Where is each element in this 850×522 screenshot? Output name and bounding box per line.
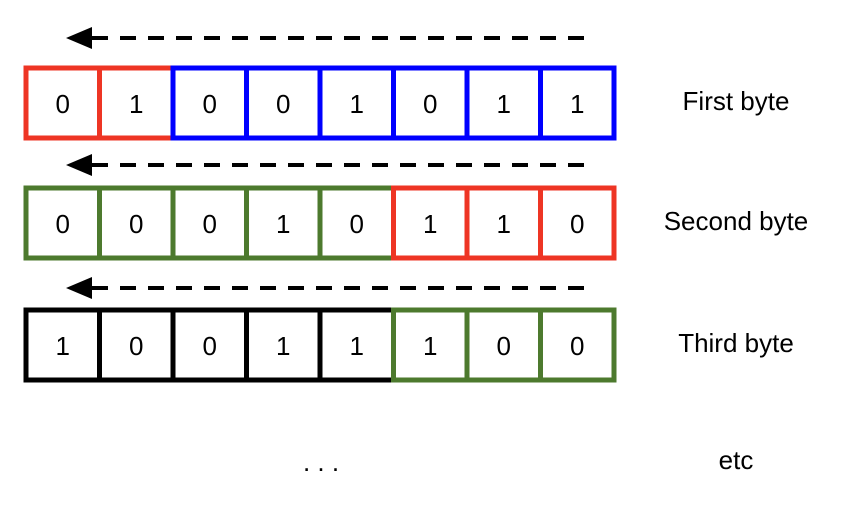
- bit-value: 1: [423, 209, 437, 239]
- bit-value: 0: [129, 209, 143, 239]
- byte-row: 1 0 0 1 1 1 0 0 Third byte: [23, 277, 794, 383]
- bit-cell: [538, 307, 617, 383]
- bit-value: 0: [203, 89, 217, 119]
- bit-value: 0: [570, 331, 584, 361]
- shift-left-arrow: [66, 27, 584, 49]
- bit-value: 0: [497, 331, 511, 361]
- bit-value: 0: [276, 89, 290, 119]
- bit-value: 0: [203, 331, 217, 361]
- byte-row: 0 0 0 1 0 1 1 0 Second byte: [23, 154, 809, 261]
- bit-value: 0: [423, 89, 437, 119]
- shift-left-arrow: [66, 277, 584, 299]
- ellipsis-text: . . .: [303, 447, 339, 477]
- bit-value: 1: [56, 331, 70, 361]
- bit-value: 0: [129, 331, 143, 361]
- etc-label: etc: [719, 445, 754, 475]
- byte-row: 0 1 0 0 1 0 1 1 First byte: [23, 27, 790, 141]
- bit-value: 1: [423, 331, 437, 361]
- bit-value: 1: [276, 331, 290, 361]
- bit-value: 1: [497, 209, 511, 239]
- bit-value: 1: [497, 89, 511, 119]
- bit-cell: [538, 185, 617, 261]
- byte-label: Second byte: [664, 206, 809, 236]
- byte-label: First byte: [683, 86, 790, 116]
- bit-value: 1: [276, 209, 290, 239]
- bit-value: 0: [570, 209, 584, 239]
- bit-value: 1: [350, 331, 364, 361]
- bit-value: 1: [350, 89, 364, 119]
- byte-label: Third byte: [678, 328, 794, 358]
- bit-value: 0: [56, 89, 70, 119]
- bit-value: 0: [350, 209, 364, 239]
- shift-left-arrow: [66, 154, 584, 176]
- bit-value: 1: [129, 89, 143, 119]
- bit-cell: [538, 65, 617, 141]
- bit-value: 0: [56, 209, 70, 239]
- bit-value: 0: [203, 209, 217, 239]
- bit-value: 1: [570, 89, 584, 119]
